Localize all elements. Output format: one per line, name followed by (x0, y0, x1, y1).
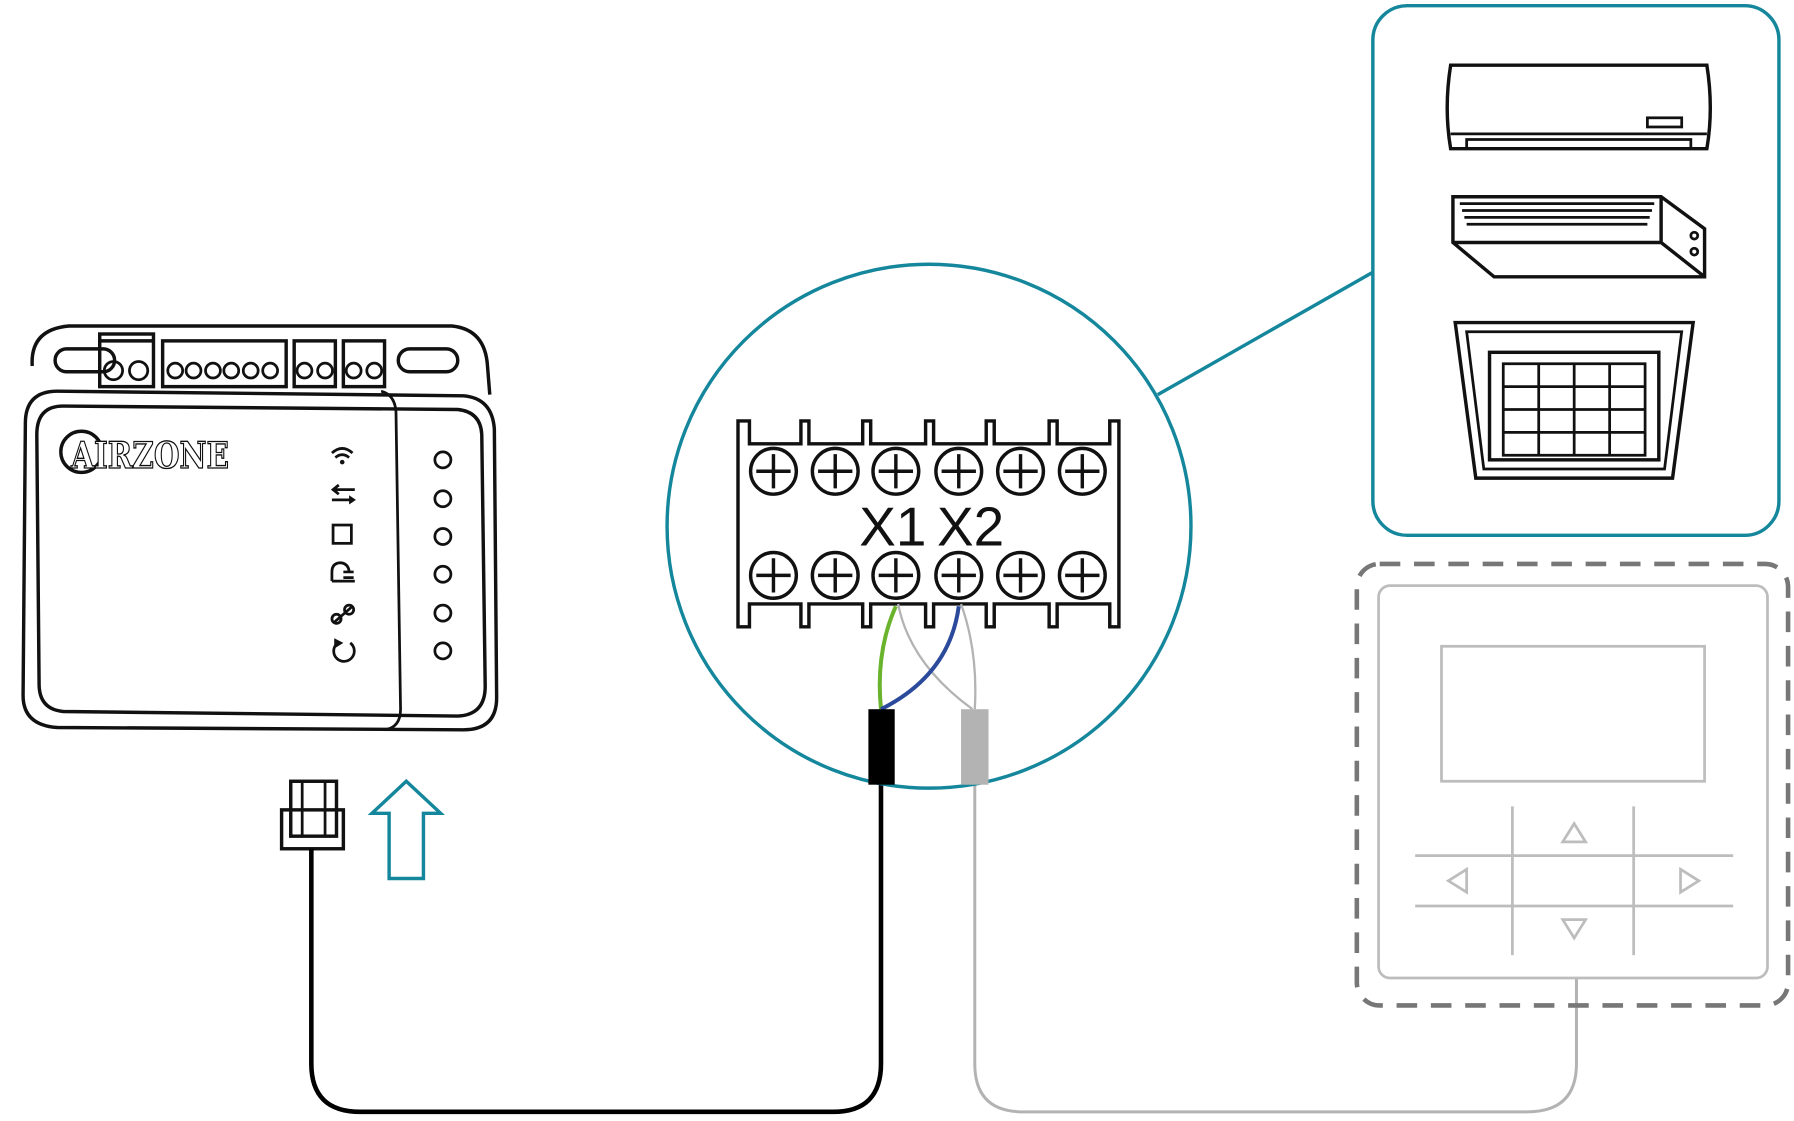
device-terminal-screws (102, 360, 384, 382)
terminal-screw-icon (934, 446, 984, 496)
terminal-screw-icon (1057, 550, 1107, 600)
ducted-unit (1451, 195, 1707, 279)
green-wire (877, 605, 898, 710)
cassette-unit (1453, 320, 1696, 480)
callout-line (1156, 270, 1374, 397)
terminal-label-x2: X2 (937, 496, 1004, 558)
chip-icon (331, 523, 353, 545)
terminal-screw-icon (748, 550, 799, 600)
arrow-up-icon (1560, 821, 1589, 844)
wired-controller-panel (1354, 561, 1791, 1008)
terminal-screw-icon (1057, 446, 1107, 496)
blue-wire (880, 605, 961, 711)
wires (868, 603, 989, 785)
device-leds (433, 450, 453, 661)
arrow-right-icon (1679, 866, 1702, 895)
terminal-screw-icon (995, 446, 1046, 496)
terminal-screw-icon (810, 550, 860, 600)
terminal-block: X1 X2 (736, 419, 1121, 629)
black-cable (309, 783, 884, 1115)
insert-arrow-icon (367, 778, 445, 881)
plug-icon (330, 561, 355, 583)
indoor-units-panel (1371, 4, 1781, 538)
terminal-screw-icon (748, 446, 799, 496)
reset-icon (332, 638, 356, 663)
controller-screen (1440, 644, 1706, 783)
wall-split-unit (1445, 63, 1713, 151)
gray-cable (973, 783, 1578, 1114)
terminal-screw-icon (810, 446, 860, 496)
cable-connector (279, 779, 346, 851)
airzone-device: AIRZONE (21, 324, 499, 732)
transfer-arrows-icon (330, 483, 356, 505)
link-icon (330, 603, 356, 625)
wifi-icon (331, 447, 354, 465)
terminal-screw-icon (995, 550, 1046, 600)
terminal-screw-icon (934, 550, 984, 600)
gray-cable-sheath (961, 709, 989, 785)
airzone-logo: AIRZONE (70, 434, 229, 477)
arrow-left-icon (1445, 866, 1469, 895)
black-cable-sheath (868, 709, 895, 785)
terminal-label-x1: X1 (859, 496, 926, 558)
terminal-screw-icon (871, 550, 921, 600)
zoom-circle (665, 262, 1193, 790)
arrow-down-icon (1560, 918, 1589, 941)
terminal-screw-icon (871, 446, 921, 496)
terminal-screws (748, 446, 1107, 600)
device-icons (330, 447, 356, 663)
